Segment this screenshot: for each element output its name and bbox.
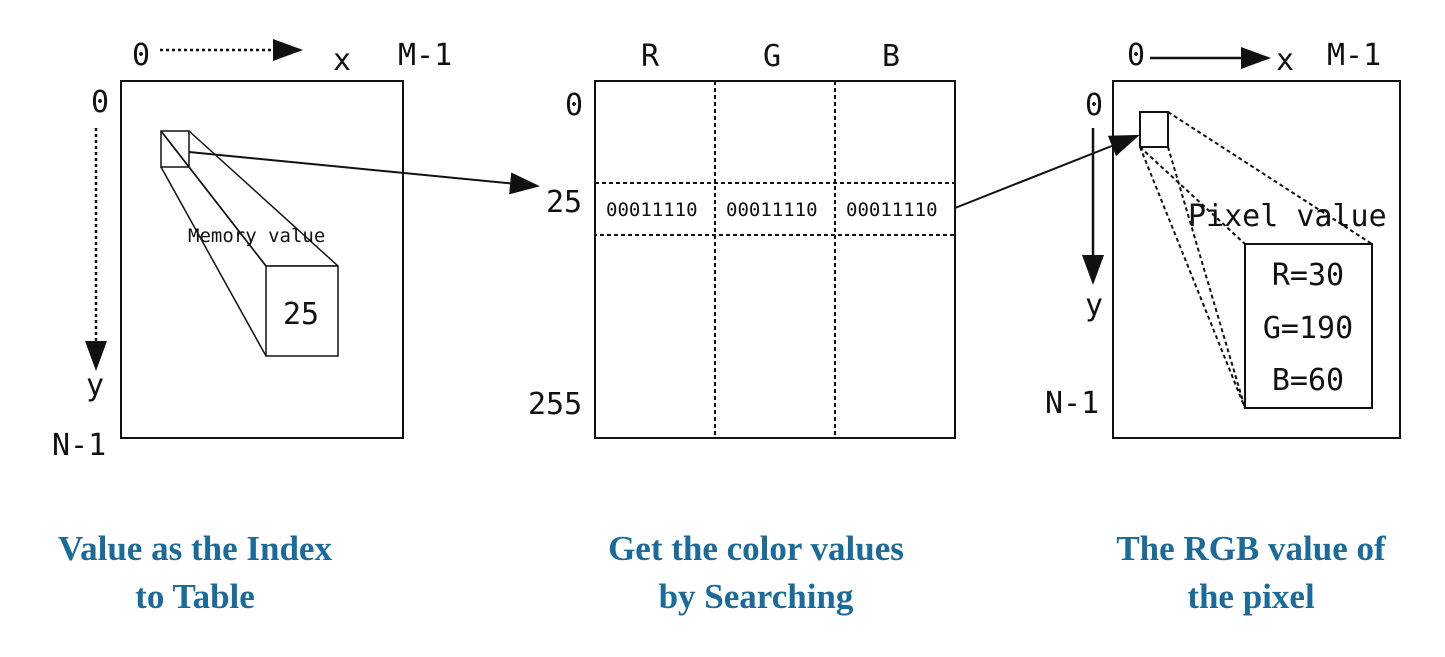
panel-rgb-image: 0 x M-1 0 y N-1 Pixel value R=30 G=190 B… bbox=[1045, 38, 1401, 439]
index-arrow bbox=[188, 151, 540, 195]
col-header-g: G bbox=[763, 39, 781, 74]
memory-value-number: 25 bbox=[283, 297, 319, 332]
pixel-value-box bbox=[1244, 243, 1373, 409]
caption-left: Value as the Index to Table bbox=[0, 525, 415, 621]
col-header-r: R bbox=[641, 39, 660, 74]
caption-right-line-1: The RGB value of bbox=[1116, 529, 1386, 568]
caption-middle-line-2: by Searching bbox=[658, 577, 854, 616]
x-end-label: M-1 bbox=[1327, 38, 1381, 73]
origin-label: 0 bbox=[132, 38, 150, 73]
r-value: R=30 bbox=[1272, 258, 1344, 293]
image-frame bbox=[120, 80, 404, 439]
y-axis-label: y bbox=[1085, 288, 1103, 323]
caption-right-line-2: the pixel bbox=[1187, 577, 1315, 616]
panel-color-table: R G B 0 25 255 00011110 00011110 0001111… bbox=[528, 39, 956, 439]
panel-index-image: 0 x M-1 0 y N-1 Memory value 25 bbox=[52, 38, 452, 463]
pixel-projection bbox=[1139, 111, 1373, 409]
lookup-arrow bbox=[954, 134, 1140, 209]
g-value: G=190 bbox=[1263, 311, 1353, 346]
image-frame bbox=[1112, 80, 1401, 439]
caption-middle-line-1: Get the color values bbox=[608, 529, 904, 568]
caption-right: The RGB value of the pixel bbox=[1031, 525, 1445, 621]
selected-row bbox=[594, 182, 956, 236]
x-axis-label: x bbox=[1276, 43, 1294, 78]
b-value: B=60 bbox=[1272, 363, 1344, 398]
caption-left-line-2: to Table bbox=[135, 577, 255, 616]
row-label-25: 25 bbox=[546, 185, 582, 220]
pixel-cell bbox=[1139, 111, 1169, 148]
row-label-255: 255 bbox=[528, 387, 582, 422]
pixel-value-label: Pixel value bbox=[1188, 199, 1387, 234]
caption-middle: Get the color values by Searching bbox=[536, 525, 976, 621]
y-axis-label: y bbox=[86, 368, 104, 403]
col-header-b: B bbox=[882, 39, 900, 74]
x-axis-label: x bbox=[333, 43, 351, 78]
y-end-label: N-1 bbox=[1045, 386, 1099, 421]
table-frame bbox=[594, 80, 956, 439]
y-start-label: 0 bbox=[91, 85, 109, 120]
y-end-label: N-1 bbox=[52, 428, 106, 463]
x-end-label: M-1 bbox=[398, 38, 452, 73]
memory-value-box bbox=[265, 265, 339, 357]
memory-value-label: Memory value bbox=[188, 225, 325, 247]
row-label-0: 0 bbox=[565, 88, 583, 123]
origin-label: 0 bbox=[1127, 38, 1145, 73]
cell-g-value: 00011110 bbox=[726, 199, 818, 221]
caption-left-line-1: Value as the Index bbox=[58, 529, 332, 568]
cell-r-value: 00011110 bbox=[606, 199, 698, 221]
cell-b-value: 00011110 bbox=[846, 199, 938, 221]
y-start-label: 0 bbox=[1085, 88, 1103, 123]
